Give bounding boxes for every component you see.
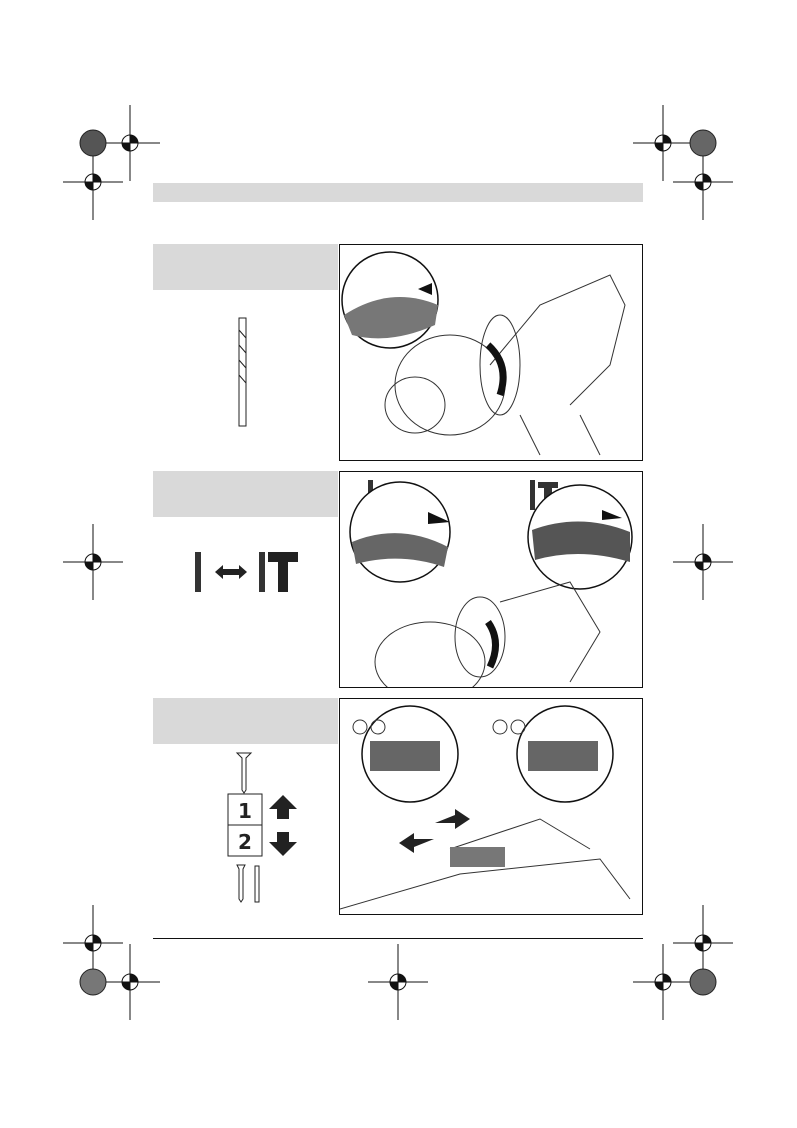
gear-1-label: 1 xyxy=(238,799,252,823)
drill-hammer-toggle-icon xyxy=(195,552,298,592)
crop-mark-icon xyxy=(633,105,693,181)
figure-2-hammer-mode-selector xyxy=(339,471,643,688)
crop-mark-icon xyxy=(673,144,733,220)
drill-bit-icon xyxy=(238,317,247,427)
gear-switch-illustration xyxy=(340,705,631,910)
arrow-down-icon xyxy=(269,832,297,856)
screw-icon xyxy=(235,752,253,794)
color-registration-icon xyxy=(79,968,107,996)
screw-small-icon xyxy=(236,864,246,903)
header-bar xyxy=(153,183,643,202)
color-registration-icon xyxy=(689,968,717,996)
color-registration-icon xyxy=(689,129,717,157)
section-1-label-bar xyxy=(153,244,338,290)
color-registration-icon xyxy=(79,129,107,157)
arrow-up-icon xyxy=(269,795,297,819)
crop-mark-icon xyxy=(63,905,123,981)
crop-mark-icon xyxy=(673,524,733,600)
drill-chuck-illustration xyxy=(341,251,626,456)
crop-mark-icon xyxy=(633,944,693,1020)
crop-mark-icon xyxy=(63,144,123,220)
footer-rule xyxy=(153,938,643,939)
crop-mark-icon xyxy=(100,944,160,1020)
mode-selector-illustration xyxy=(349,480,633,687)
figure-1-chuck-mode-ring xyxy=(339,244,643,461)
crop-mark-icon xyxy=(673,905,733,981)
crop-mark-icon xyxy=(368,944,428,1020)
crop-mark-icon xyxy=(63,524,123,600)
drill-bit-small-icon xyxy=(254,865,260,903)
section-2-label-bar xyxy=(153,471,338,517)
gear-2-label: 2 xyxy=(238,830,252,854)
figure-3-gear-switch xyxy=(339,698,643,915)
section-3-label-bar xyxy=(153,698,338,744)
crop-mark-icon xyxy=(100,105,160,181)
